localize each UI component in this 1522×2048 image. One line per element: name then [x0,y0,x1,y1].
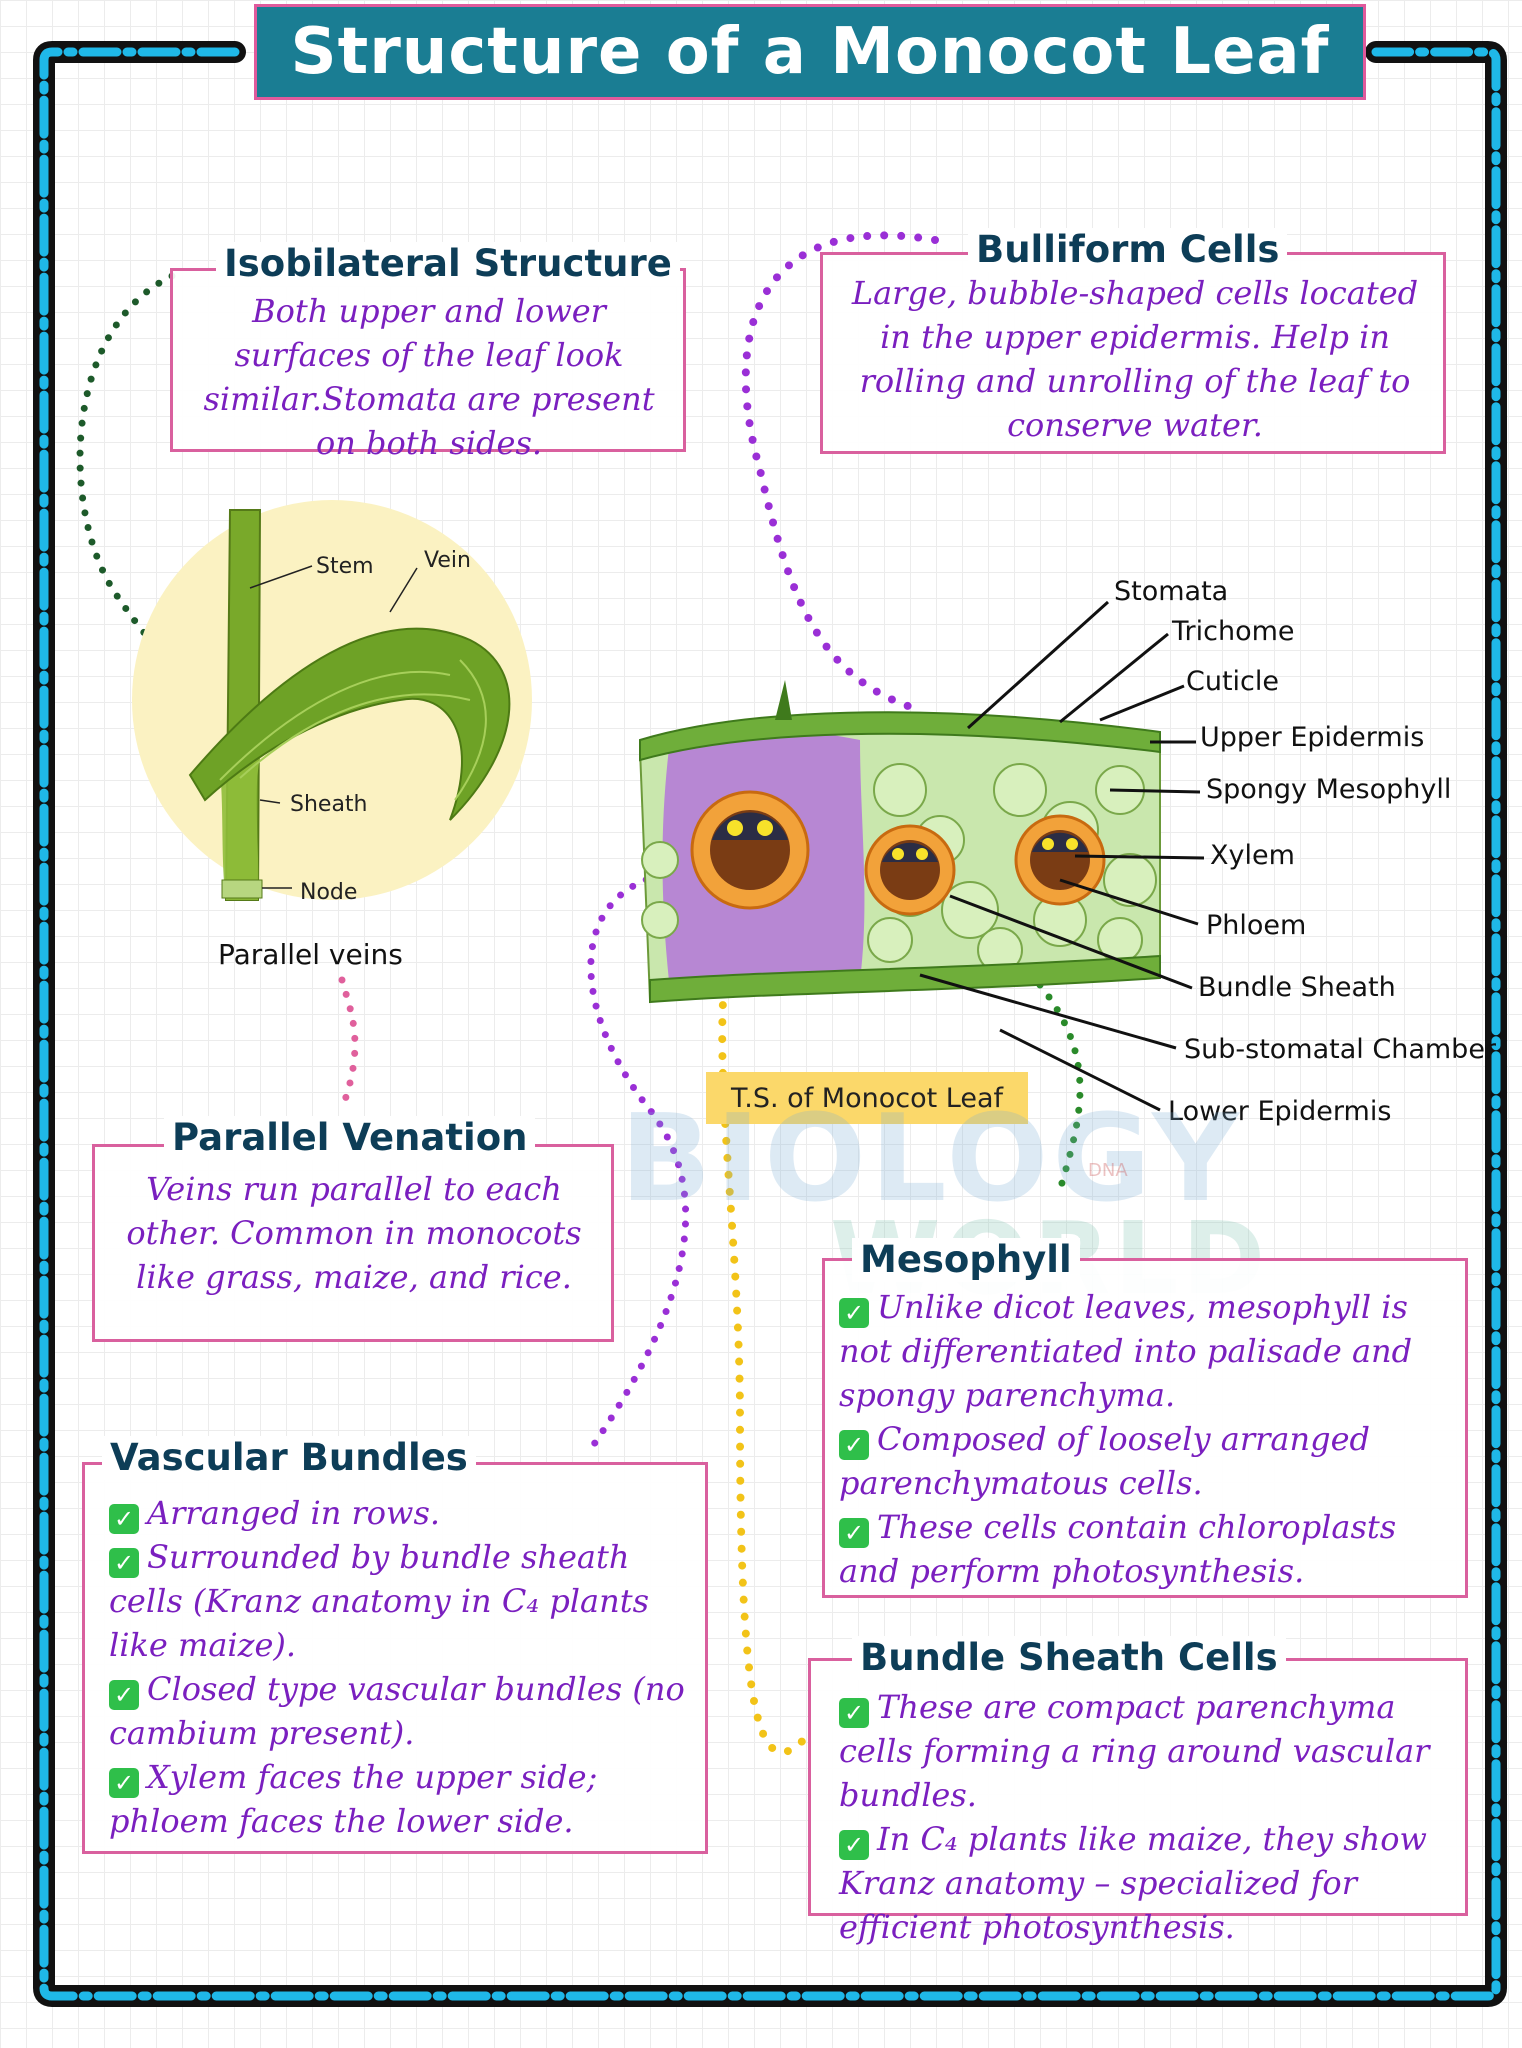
bulliform-title: Bulliform Cells [968,228,1288,272]
bundle-sheath-title: Bundle Sheath Cells [852,1636,1286,1680]
bundle-sheath-box: ✓These are compact parenchyma cells form… [808,1658,1468,1946]
watermark-badge: DNA [1088,1160,1128,1181]
check-icon: ✓ [839,1518,869,1548]
mesophyll-item: ✓Unlike dicot leaves, mesophyll is not d… [839,1288,1413,1414]
check-icon: ✓ [839,1298,869,1328]
mesophyll-box: ✓Unlike dicot leaves, mesophyll is not d… [822,1258,1468,1598]
bulliform-text: Large, bubble-shaped cells located in th… [851,274,1419,444]
upper-epidermis [639,711,1161,762]
sheath-pointer [259,799,281,804]
check-icon: ✓ [109,1548,139,1578]
leaf-cross-section-illustration [638,680,1161,1004]
connector-bulliform [741,231,939,714]
vascular-item: ✓Xylem faces the upper side; phloem face… [109,1758,598,1840]
vascular-bundle-medium [864,824,956,916]
leaf-label-node: Node [300,880,358,905]
mesophyll-list: ✓Unlike dicot leaves, mesophyll is not d… [839,1285,1457,1593]
grass-blade [188,627,511,821]
stem-pointer [249,565,313,589]
leaf-label-stem: Stem [316,554,374,579]
isobilateral-box: Both upper and lower surfaces of the lea… [170,268,686,462]
vascular-item: ✓Surrounded by bundle sheath cells (Kran… [109,1538,649,1664]
check-icon: ✓ [839,1698,869,1728]
connector-mesophyll [1036,981,1084,1194]
bundle-sheath-list: ✓These are compact parenchyma cells form… [839,1685,1459,1949]
ts-label-stomata: Stomata [1114,576,1229,607]
isobilateral-text: Both upper and lower surfaces of the lea… [203,292,655,462]
connector-vascular [586,866,694,1454]
page-title: Structure of a Monocot Leaf [254,4,1366,100]
frame-inner-dashes [39,47,1501,2001]
check-icon: ✓ [839,1830,869,1860]
grass-blade-veins [219,659,487,801]
bundle-sheath-item: ✓These are compact parenchyma cells form… [839,1688,1430,1814]
vascular-item: ✓Closed type vascular bundles (no cambiu… [109,1670,685,1752]
grass-node [221,879,263,899]
connector-bundle-sheath [718,901,812,1756]
ts-label-trichome: Trichome [1172,616,1295,647]
mesophyll-item: ✓These cells contain chloroplasts and pe… [839,1508,1397,1590]
ts-label-substomatal-chamber: Sub-stomatal Chamber [1184,1034,1497,1065]
check-icon: ✓ [109,1680,139,1710]
parallel-venation-box: Veins run parallel to each other. Common… [92,1144,614,1342]
ts-label-upper-epidermis: Upper Epidermis [1200,722,1425,753]
parallel-venation-text: Veins run parallel to each other. Common… [126,1170,582,1296]
lower-epidermis [649,954,1161,1004]
leaf-figure-caption: Parallel veins [218,938,403,971]
watermark-line-1: BIOLOGY [620,1090,1244,1229]
vascular-bundles-box: ✓Arranged in rows. ✓Surrounded by bundle… [82,1462,708,1854]
vein-pointer [389,567,418,613]
vascular-bundles-title: Vascular Bundles [102,1436,476,1480]
vascular-item: ✓Arranged in rows. [109,1491,699,1535]
isobilateral-title: Isobilateral Structure [216,242,680,286]
vascular-bundles-list: ✓Arranged in rows. ✓Surrounded by bundle… [109,1491,699,1843]
check-icon: ✓ [109,1504,139,1534]
mesophyll-item: ✓Composed of loosely arranged parenchyma… [839,1420,1371,1502]
mesophyll-title: Mesophyll [852,1238,1080,1282]
ts-label-phloem: Phloem [1206,910,1307,941]
grass-leaf-illustration [132,500,532,901]
ts-label-bundle-sheath: Bundle Sheath [1198,972,1396,1003]
ts-figure-caption: T.S. of Monocot Leaf [706,1072,1028,1124]
trichome [775,680,792,720]
ts-label-spongy-mesophyll: Spongy Mesophyll [1206,774,1452,805]
ts-label-cuticle: Cuticle [1186,666,1280,697]
connector-parallel [338,976,359,1104]
parallel-venation-title: Parallel Venation [164,1116,536,1160]
ts-label-lower-epidermis: Lower Epidermis [1168,1096,1392,1127]
bulliform-box: Large, bubble-shaped cells located in th… [820,252,1446,454]
ts-label-xylem: Xylem [1210,840,1295,871]
check-icon: ✓ [109,1768,139,1798]
check-icon: ✓ [839,1430,869,1460]
vascular-bundle-small [1014,814,1106,906]
leaf-label-sheath: Sheath [290,792,368,817]
leaf-label-vein: Vein [424,548,471,573]
vascular-bundle-large [690,790,810,910]
bundle-sheath-item: ✓In C₄ plants like maize, they show Kran… [839,1820,1427,1946]
